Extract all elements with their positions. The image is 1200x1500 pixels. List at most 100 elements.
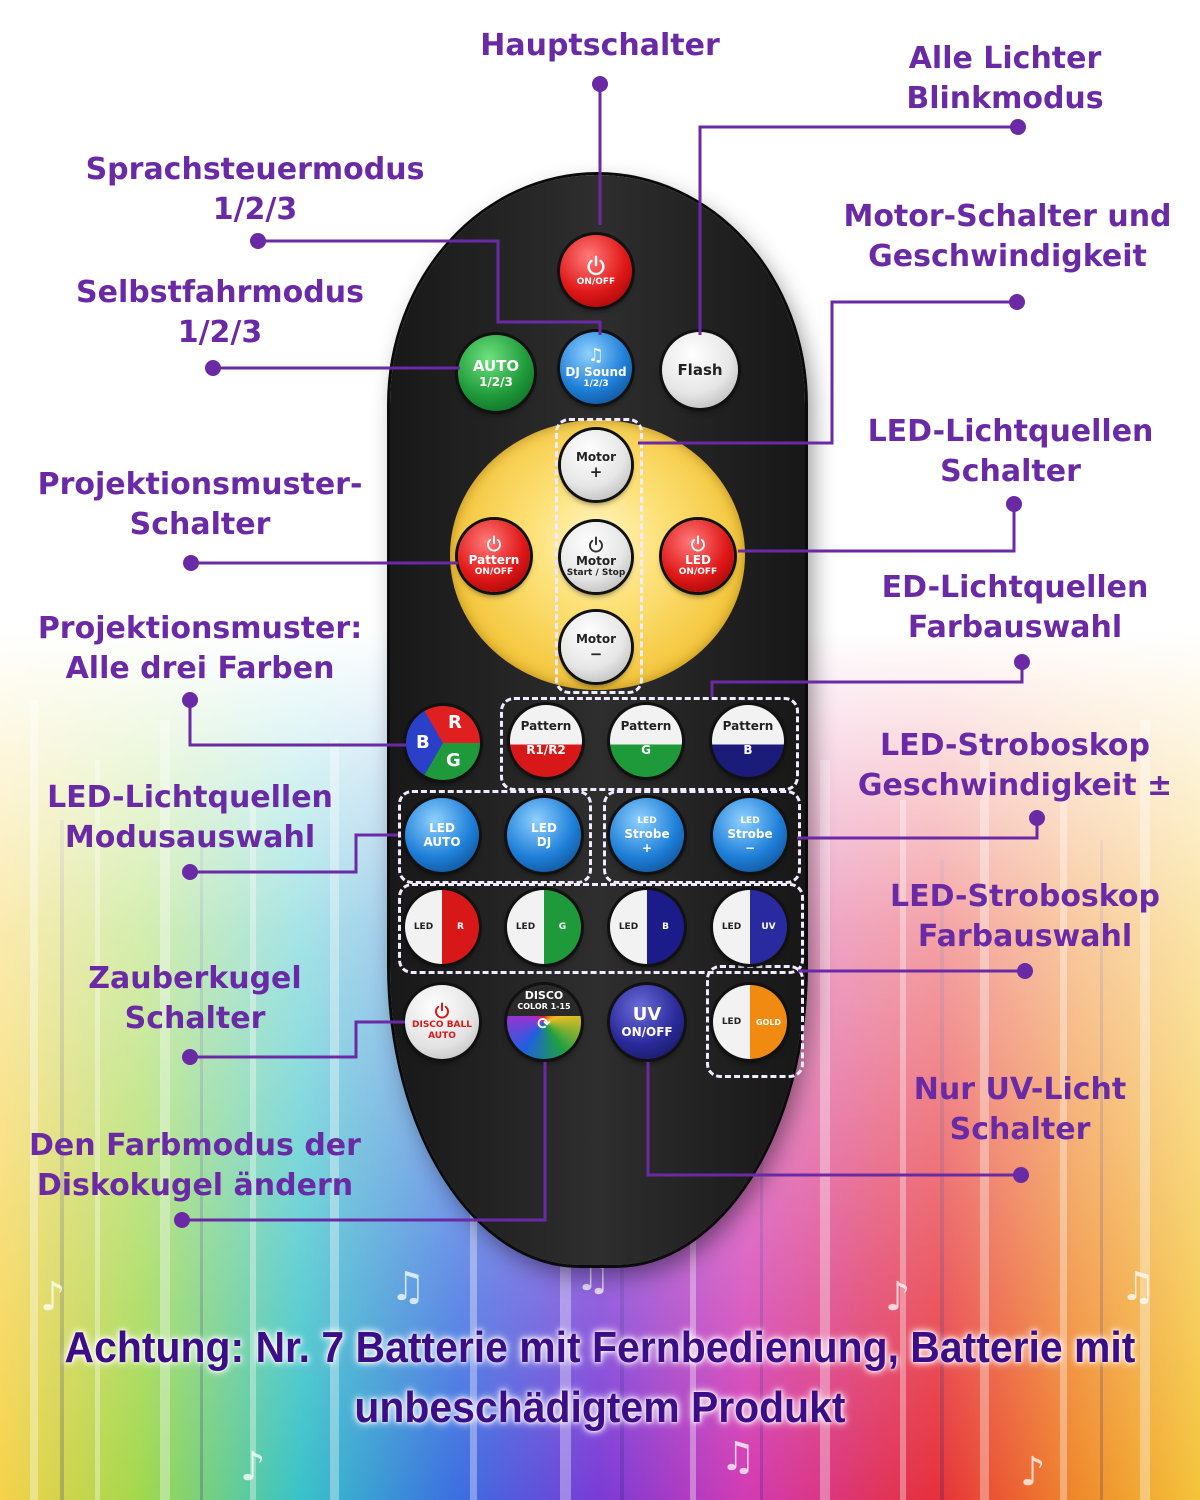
led-r-a: LED [413, 921, 434, 932]
music-note-icon: ♫ [587, 344, 605, 366]
pattern-b-label: Pattern [722, 719, 774, 733]
label-main-switch: Hauptschalter [450, 26, 750, 66]
label-line: Motor-Schalter und [843, 199, 1172, 234]
strobe-plus-l3: + [641, 840, 653, 855]
rgb-g: G [446, 750, 461, 771]
disco-ball-sub: AUTO [428, 1031, 456, 1041]
flash-label: Flash [677, 360, 723, 379]
auto-label: AUTO [472, 356, 520, 375]
led-dj-button[interactable]: LED DJ [507, 798, 581, 872]
svg-text:♪: ♪ [885, 1274, 911, 1320]
pattern-g-label: Pattern [620, 719, 672, 733]
svg-text:♪: ♪ [40, 1274, 66, 1320]
uv-label: UV [632, 1004, 662, 1025]
motor-minus-label: Motor [575, 631, 617, 646]
motor-plus-button[interactable]: Motor + [561, 430, 631, 500]
label-line: 1/2/3 [212, 192, 298, 227]
svg-text:♫: ♫ [720, 1434, 756, 1480]
label-line: Hauptschalter [480, 28, 720, 63]
label-flash-mode: Alle Lichter Blinkmodus [860, 39, 1150, 119]
label-line: Selbstfahrmodus [76, 275, 364, 310]
label-line: Projektionsmuster- [37, 467, 363, 502]
dj-sound-sub: 1/2/3 [583, 378, 609, 389]
strobe-plus-l1: LED [637, 815, 657, 826]
led-onoff-label: LED [685, 552, 711, 567]
disco-ball-label: DISCO BALL [412, 1020, 472, 1030]
label-line: Modusauswahl [64, 820, 316, 855]
label-line: Nur UV-Licht [913, 1072, 1127, 1107]
power-icon [589, 536, 603, 552]
uv-onoff-button[interactable]: UV ON/OFF [610, 985, 684, 1059]
led-g-button[interactable]: LED G [507, 890, 581, 964]
dj-sound-button[interactable]: ♫ DJ Sound 1/2/3 [560, 332, 632, 404]
rgb-b: B [416, 732, 430, 753]
label-line: Schalter [124, 1001, 266, 1036]
pattern-r1r2-button[interactable]: Pattern R1/R2 [510, 705, 582, 777]
led-uv-button[interactable]: LED UV [713, 890, 787, 964]
label-strobe-speed: LED-Stroboskop Geschwindigkeit ± [840, 726, 1190, 806]
motor-minus-button[interactable]: Motor − [561, 612, 631, 682]
auto-button[interactable]: AUTO 1/2/3 [458, 335, 534, 411]
motor-start-sub: Start / Stop [566, 567, 626, 578]
pattern-b-sub: B [743, 743, 753, 757]
label-line: Schalter [949, 1112, 1091, 1147]
strobe-minus-button[interactable]: LED Strobe − [713, 798, 787, 872]
strobe-plus-button[interactable]: LED Strobe + [610, 798, 684, 872]
led-g-a: LED [515, 921, 536, 932]
label-line: LED-Stroboskop [879, 728, 1151, 763]
led-onoff-button[interactable]: LED ON/OFF [662, 520, 734, 592]
cycle-icon: ⟳ [537, 1014, 551, 1033]
label-led-color: ED-Lichtquellen Farbauswahl [870, 568, 1160, 648]
power-icon [691, 535, 705, 551]
label-line: Geschwindigkeit ± [857, 768, 1173, 803]
svg-text:♪: ♪ [1020, 1449, 1046, 1495]
led-uv-a: LED [721, 921, 742, 932]
label-line: Projektionsmuster: [37, 611, 363, 646]
label-line: Den Farbmodus der [29, 1128, 361, 1163]
label-line: Schalter [940, 454, 1081, 489]
power-icon [435, 1002, 449, 1019]
rgb-pattern-button[interactable]: R B G [406, 706, 480, 780]
led-gold-b: GOLD [755, 1017, 782, 1027]
label-line: Farbauswahl [907, 610, 1123, 645]
disco-color-sub: COLOR 1-15 [517, 1002, 571, 1011]
led-r-button[interactable]: LED R [405, 890, 479, 964]
svg-text:♫: ♫ [1120, 1264, 1156, 1310]
disco-color-button[interactable]: DISCO COLOR 1-15 ⟳ [507, 985, 581, 1059]
label-magic-ball: Zauberkugel Schalter [60, 959, 330, 1039]
label-strobe-color: LED-Stroboskop Farbauswahl [880, 877, 1170, 957]
power-icon [487, 535, 501, 551]
label-pattern-switch: Projektionsmuster- Schalter [25, 465, 375, 545]
led-onoff-sub: ON/OFF [678, 566, 718, 577]
label-motor: Motor-Schalter und Geschwindigkeit [835, 197, 1180, 277]
label-line: Alle drei Farben [65, 651, 335, 686]
disco-color-label: DISCO [524, 989, 564, 1002]
pattern-r1r2-sub: R1/R2 [526, 743, 566, 757]
strobe-minus-l1: LED [740, 815, 760, 826]
power-button[interactable]: ON/OFF [560, 235, 632, 307]
led-dj-label: LED [531, 821, 557, 835]
power-sub: ON/OFF [576, 276, 616, 287]
led-gold-button[interactable]: LED GOLD [713, 985, 787, 1059]
led-r-b: R [457, 921, 464, 932]
pattern-onoff-button[interactable]: Pattern ON/OFF [458, 520, 530, 592]
label-line: Alle Lichter [908, 41, 1102, 76]
flash-button[interactable]: Flash [662, 332, 738, 408]
strobe-color-box [398, 883, 804, 974]
notice-line-2: unbeschädigtem Produkt [354, 1383, 846, 1432]
led-b-a: LED [618, 921, 639, 932]
pattern-b-button[interactable]: Pattern B [712, 705, 784, 777]
svg-text:♪: ♪ [240, 1444, 266, 1490]
motor-start-stop-button[interactable]: Motor Start / Stop [561, 522, 631, 592]
led-b-button[interactable]: LED B [610, 890, 684, 964]
battery-notice: Achtung: Nr. 7 Batterie mit Fernbedienun… [42, 1318, 1158, 1438]
label-led-switch: LED-Lichtquellen Schalter [858, 412, 1163, 492]
motor-group-box [555, 418, 643, 694]
uv-sub: ON/OFF [621, 1025, 673, 1039]
pattern-onoff-sub: ON/OFF [474, 566, 514, 577]
pattern-g-button[interactable]: Pattern G [610, 705, 682, 777]
disco-ball-button[interactable]: DISCO BALL AUTO [405, 985, 479, 1059]
led-auto-button[interactable]: LED AUTO [405, 798, 479, 872]
rgb-r: R [448, 712, 462, 733]
label-led-mode: LED-Lichtquellen Modusauswahl [40, 778, 340, 858]
